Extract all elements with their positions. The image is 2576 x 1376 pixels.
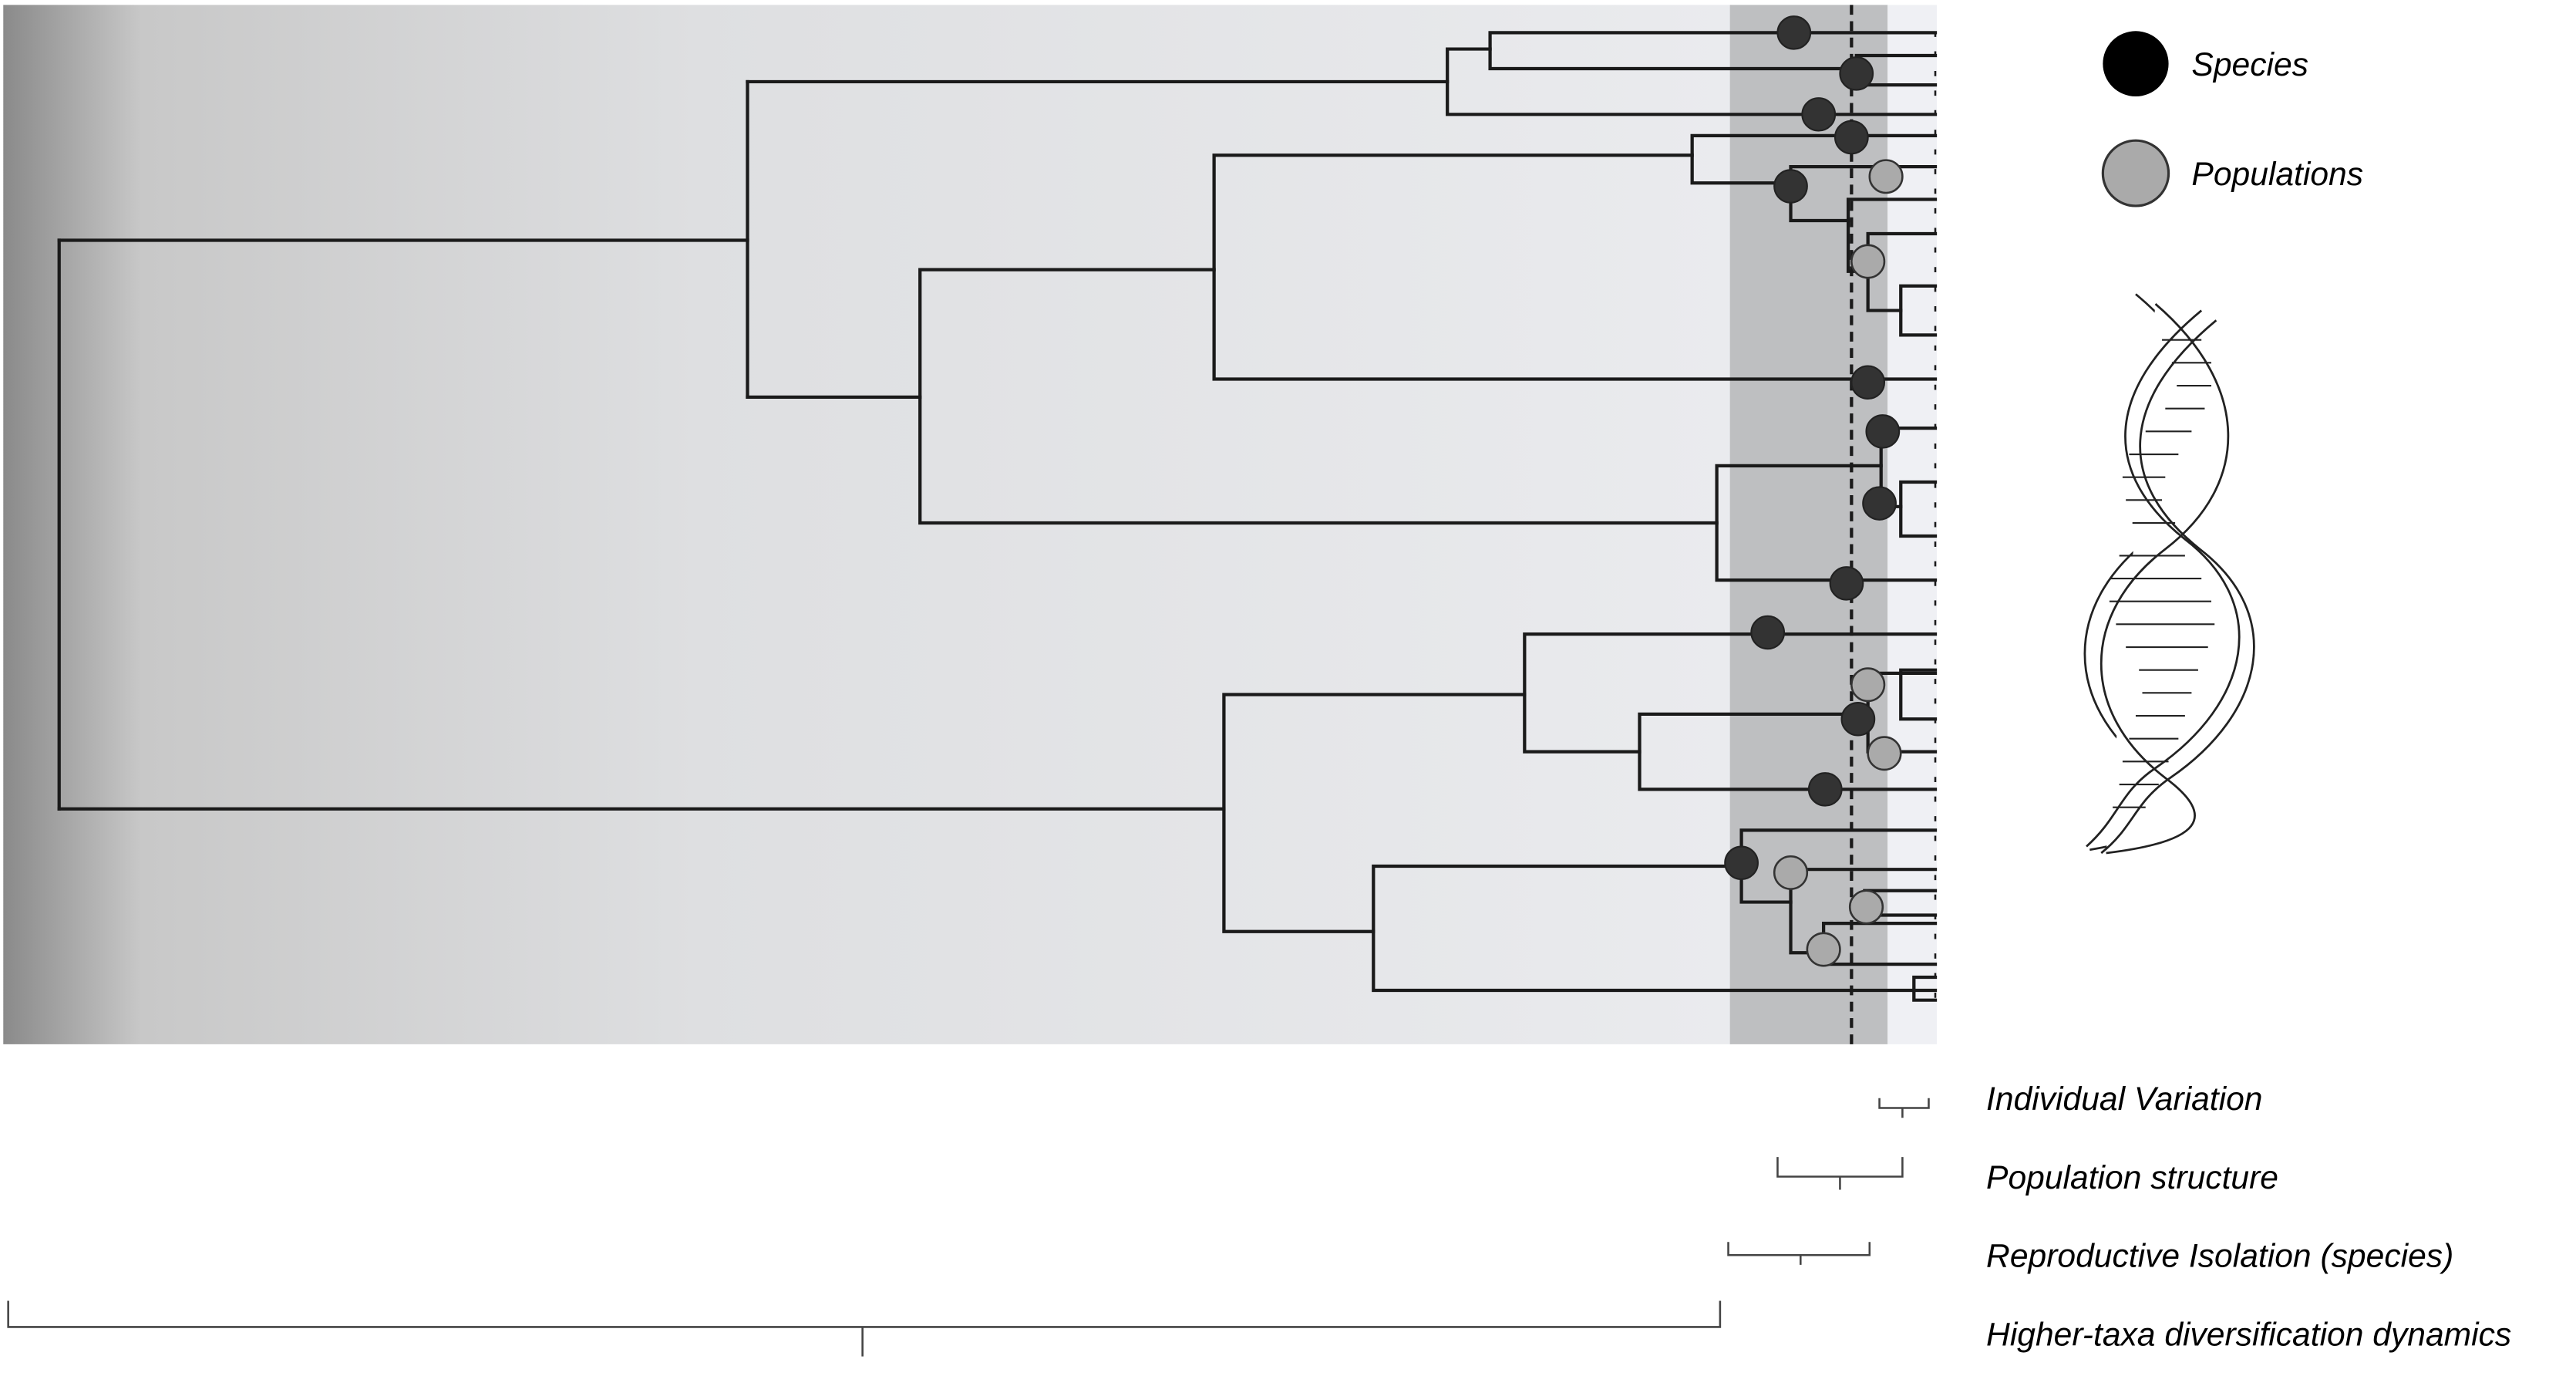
population-bracket bbox=[1776, 1157, 1904, 1190]
individual-variation-band bbox=[1887, 5, 1938, 1044]
individual-bracket bbox=[1878, 1098, 1930, 1118]
population-nodes bbox=[1773, 159, 1904, 967]
population-node bbox=[1867, 736, 1902, 771]
species-nodes bbox=[1724, 15, 1901, 880]
population-node bbox=[1806, 932, 1841, 967]
species-node bbox=[1829, 566, 1864, 601]
higher-taxa-label: Higher-taxa diversification dynamics bbox=[1986, 1317, 2511, 1353]
species-node bbox=[1773, 169, 1808, 204]
legend-species-label: Species bbox=[2191, 47, 2308, 83]
phylogenetic-tree bbox=[57, 31, 1938, 1002]
legend-species-swatch bbox=[2103, 31, 2169, 97]
population-node bbox=[1773, 855, 1809, 890]
species-node bbox=[1850, 365, 1886, 400]
dna-double-helix-icon bbox=[2083, 293, 2255, 855]
legend-populations-swatch bbox=[2101, 139, 2170, 207]
population-node bbox=[1868, 159, 1904, 194]
species-node bbox=[1776, 15, 1812, 50]
scale-brackets bbox=[7, 1098, 1930, 1357]
species-node bbox=[1750, 615, 1786, 650]
population-node bbox=[1848, 889, 1884, 925]
species-band bbox=[1729, 5, 1888, 1044]
reproductive-isolation-label: Reproductive Isolation (species) bbox=[1986, 1239, 2453, 1275]
population-node bbox=[1850, 244, 1886, 279]
individual-variation-label: Individual Variation bbox=[1986, 1081, 2262, 1118]
legend-populations-label: Populations bbox=[2191, 157, 2363, 193]
species-node bbox=[1807, 772, 1843, 807]
species-node bbox=[1724, 845, 1759, 880]
species-node bbox=[1865, 414, 1901, 449]
higher-taxa-bracket bbox=[7, 1300, 1722, 1357]
species-node bbox=[1839, 56, 1874, 91]
population-node bbox=[1850, 667, 1886, 703]
species-node bbox=[1862, 486, 1897, 521]
population-structure-label: Population structure bbox=[1986, 1160, 2278, 1196]
species-node bbox=[1834, 120, 1869, 155]
species-bracket bbox=[1727, 1242, 1871, 1265]
species-node bbox=[1801, 97, 1837, 132]
species-node bbox=[1840, 702, 1876, 737]
